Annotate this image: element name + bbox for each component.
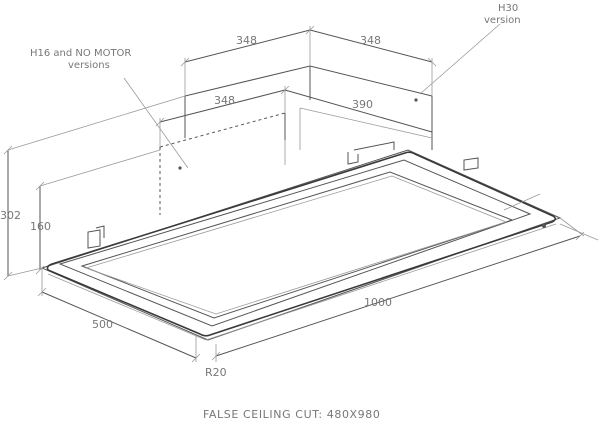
- upper-box-screw-icon: [414, 98, 418, 102]
- top-dimension: [180, 25, 437, 96]
- width-dimension: [37, 268, 201, 363]
- dim-top-right-label: 348: [360, 34, 381, 47]
- ceiling-panel: [40, 149, 562, 341]
- h30-note-line1: H30: [498, 3, 518, 14]
- panel-led-icon: [542, 224, 546, 228]
- h16-note-line2: versions: [68, 60, 110, 71]
- length-dimension: [211, 217, 585, 361]
- h30-note-line2: version: [484, 15, 521, 26]
- dim-mid-right-label: 390: [352, 98, 373, 111]
- lower-box-screw-icon: [178, 166, 182, 170]
- dim-length-label: 1000: [364, 296, 392, 309]
- middle-dimension: [155, 85, 433, 147]
- height-dimensions: [3, 95, 186, 281]
- dim-radius-label: R20: [205, 366, 227, 379]
- mounting-brackets: [87, 141, 479, 249]
- dim-height-total-label: 302: [0, 209, 21, 222]
- lower-motor-box: [159, 98, 418, 215]
- dim-height-body-label: 160: [30, 220, 51, 233]
- dim-top-left-label: 348: [236, 34, 257, 47]
- upper-motor-box: [184, 65, 433, 150]
- h16-note-line1: H16 and NO MOTOR: [30, 48, 131, 59]
- note-leaders: [123, 23, 599, 241]
- false-ceiling-caption: FALSE CEILING CUT: 480X980: [203, 408, 380, 421]
- dim-mid-left-label: 348: [214, 94, 235, 107]
- dim-width-label: 500: [92, 318, 113, 331]
